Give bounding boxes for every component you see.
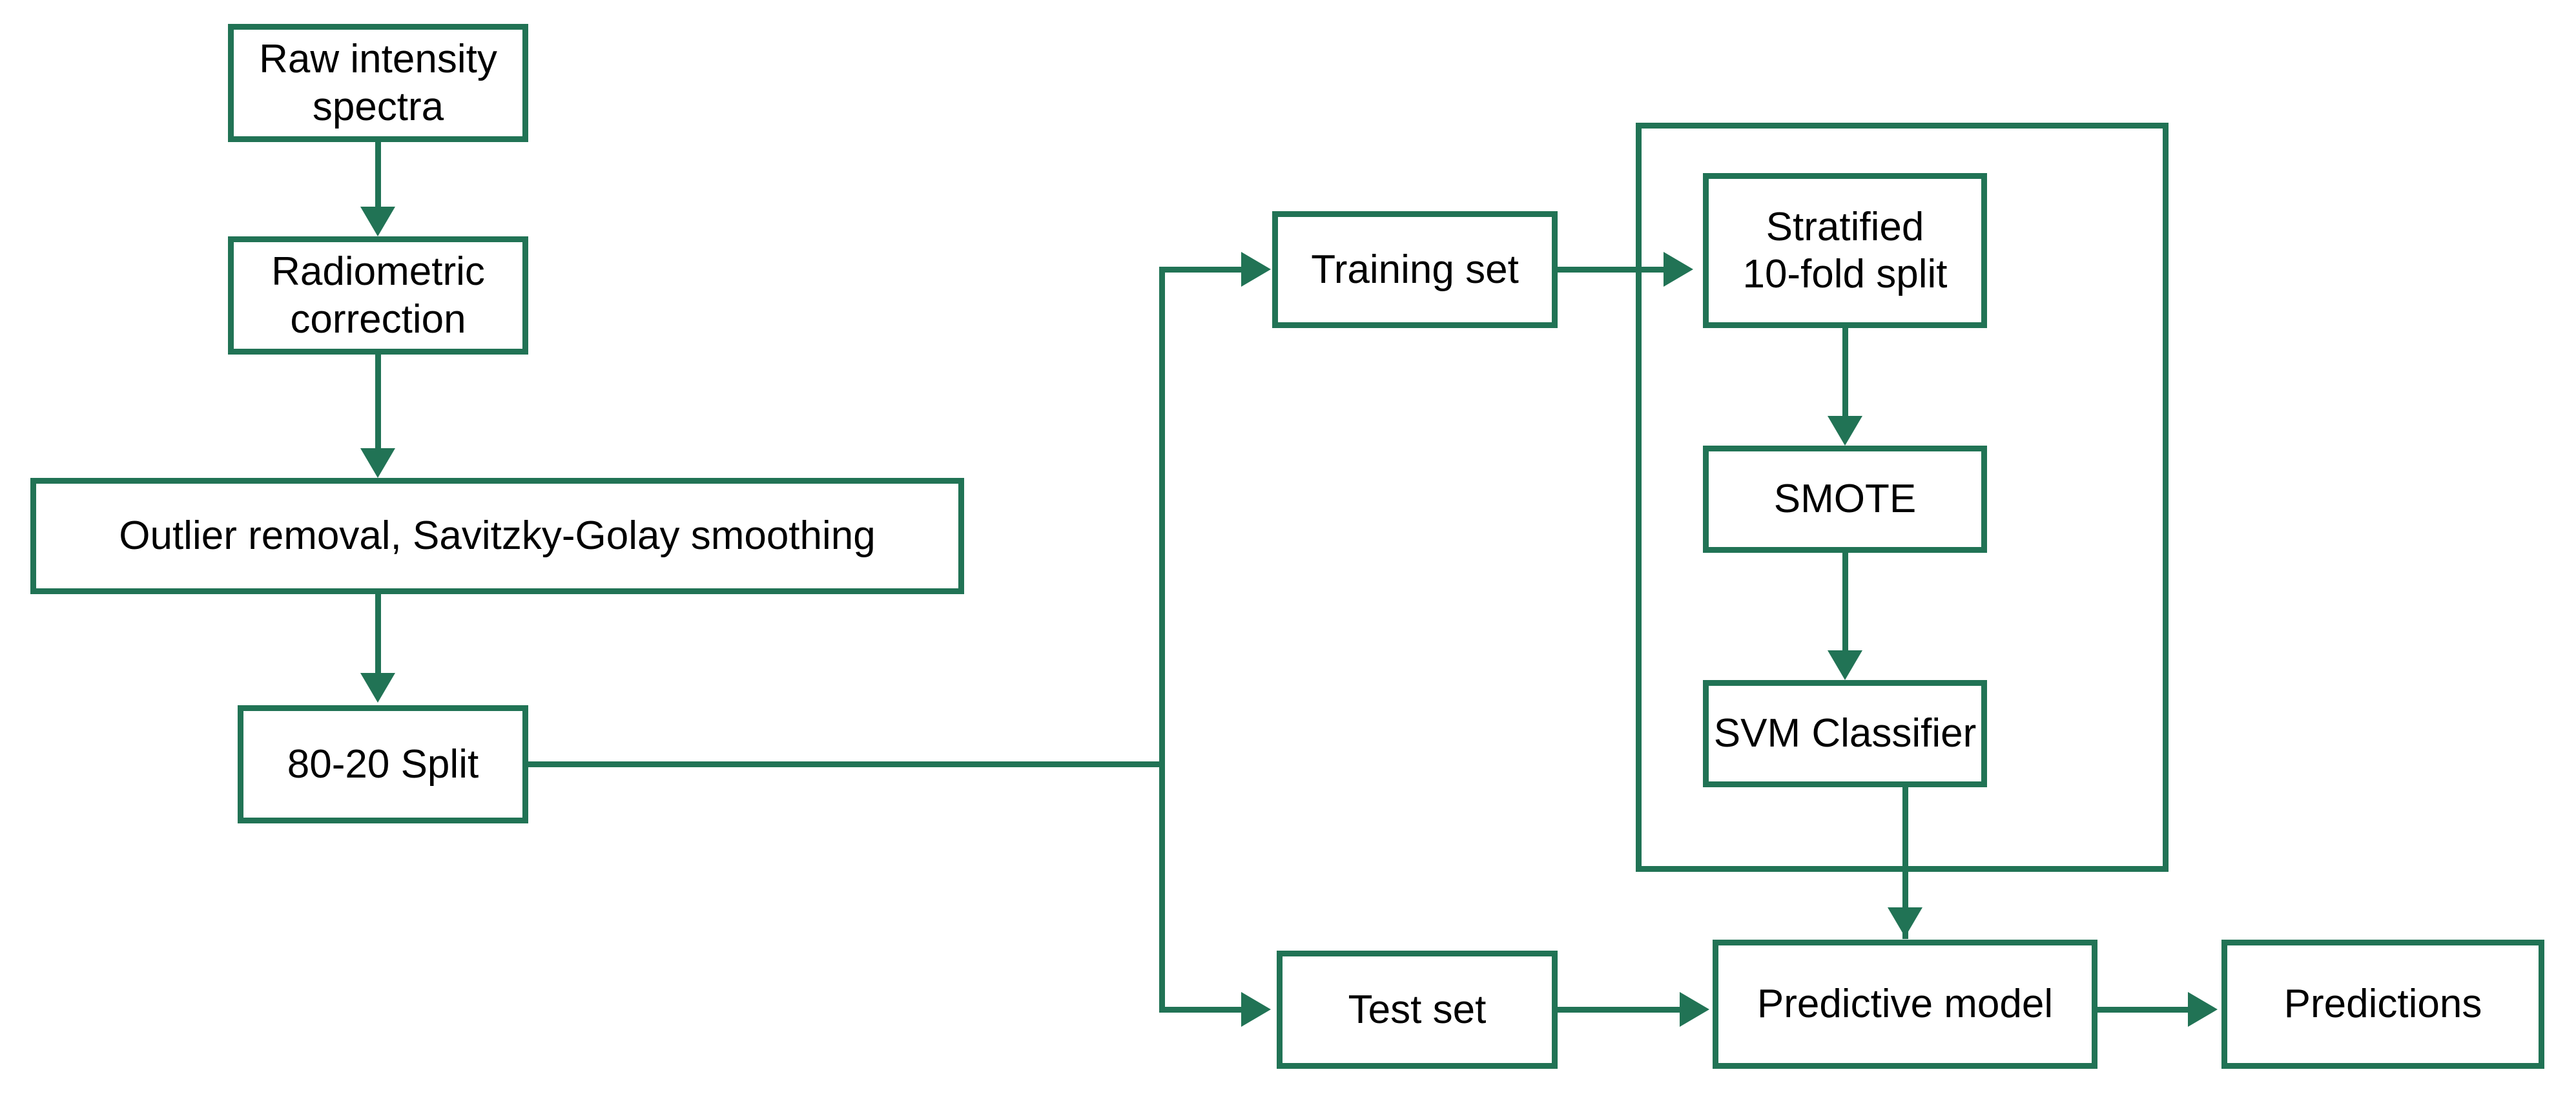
node-label: Training set bbox=[1311, 247, 1519, 292]
node-label: SMOTE bbox=[1773, 477, 1917, 522]
edge-predictive-to-predictions-arrowhead bbox=[2188, 992, 2218, 1027]
edge-radiometric-to-outlier-arrowhead bbox=[360, 448, 395, 478]
edge-trunk-to-training-arrowhead bbox=[1241, 252, 1271, 287]
node-predictive-model[interactable]: Predictive model bbox=[1713, 940, 2097, 1069]
edge-svm-to-predictive-line bbox=[1902, 787, 1908, 939]
node-label: Outlier removal, Savitzky-Golay smoothin… bbox=[119, 513, 876, 559]
node-radiometric-correction[interactable]: Radiometric correction bbox=[228, 236, 528, 355]
node-svm-classifier[interactable]: SVM Classifier bbox=[1703, 680, 1987, 787]
node-label: Stratified 10-fold split bbox=[1742, 204, 1948, 296]
edge-outlier-to-split-arrowhead bbox=[360, 673, 395, 703]
edge-training-to-stratified-line bbox=[1558, 267, 1667, 273]
node-outlier-removal-smoothing[interactable]: Outlier removal, Savitzky-Golay smoothin… bbox=[30, 478, 964, 594]
node-smote[interactable]: SMOTE bbox=[1703, 446, 1987, 553]
node-label: Radiometric correction bbox=[271, 249, 485, 342]
node-label: Predictive model bbox=[1757, 982, 2054, 1027]
node-raw-intensity-spectra[interactable]: Raw intensity spectra bbox=[228, 24, 528, 142]
edge-trunk-to-test-line bbox=[1159, 1007, 1244, 1013]
edge-training-to-stratified-arrowhead bbox=[1664, 252, 1693, 287]
node-label: SVM Classifier bbox=[1713, 711, 1977, 756]
node-stratified-10-fold-split[interactable]: Stratified 10-fold split bbox=[1703, 173, 1987, 328]
edge-smote-to-svm-arrowhead bbox=[1828, 650, 1862, 680]
node-label: Predictions bbox=[2283, 982, 2482, 1027]
edge-stratified-to-smote-line bbox=[1842, 328, 1848, 422]
edge-trunk-to-training-line bbox=[1159, 267, 1244, 273]
node-split-80-20[interactable]: 80-20 Split bbox=[238, 705, 528, 823]
node-predictions[interactable]: Predictions bbox=[2221, 940, 2544, 1069]
edge-outlier-to-split-line bbox=[375, 594, 381, 677]
node-training-set[interactable]: Training set bbox=[1272, 211, 1558, 328]
edge-svm-to-predictive-arrowhead bbox=[1888, 907, 1922, 937]
cross-validation-group-box bbox=[1636, 123, 2169, 872]
edge-raw-to-radiometric-line bbox=[375, 142, 381, 213]
edge-test-to-predictive-line bbox=[1558, 1007, 1683, 1013]
edge-branch-trunk-line bbox=[1159, 267, 1165, 1013]
edge-split-to-trunk-line bbox=[528, 761, 1165, 767]
edge-radiometric-to-outlier-line bbox=[375, 355, 381, 455]
edge-predictive-to-predictions-line bbox=[2097, 1007, 2191, 1013]
node-label: 80-20 Split bbox=[287, 741, 479, 787]
edge-raw-to-radiometric-arrowhead bbox=[360, 207, 395, 236]
edge-smote-to-svm-line bbox=[1842, 553, 1848, 656]
node-label: Test set bbox=[1348, 987, 1487, 1032]
edge-stratified-to-smote-arrowhead bbox=[1828, 416, 1862, 446]
edge-test-to-predictive-arrowhead bbox=[1680, 992, 1709, 1027]
edge-trunk-to-test-arrowhead bbox=[1241, 992, 1271, 1027]
node-label: Raw intensity spectra bbox=[259, 37, 497, 129]
node-test-set[interactable]: Test set bbox=[1277, 951, 1558, 1069]
